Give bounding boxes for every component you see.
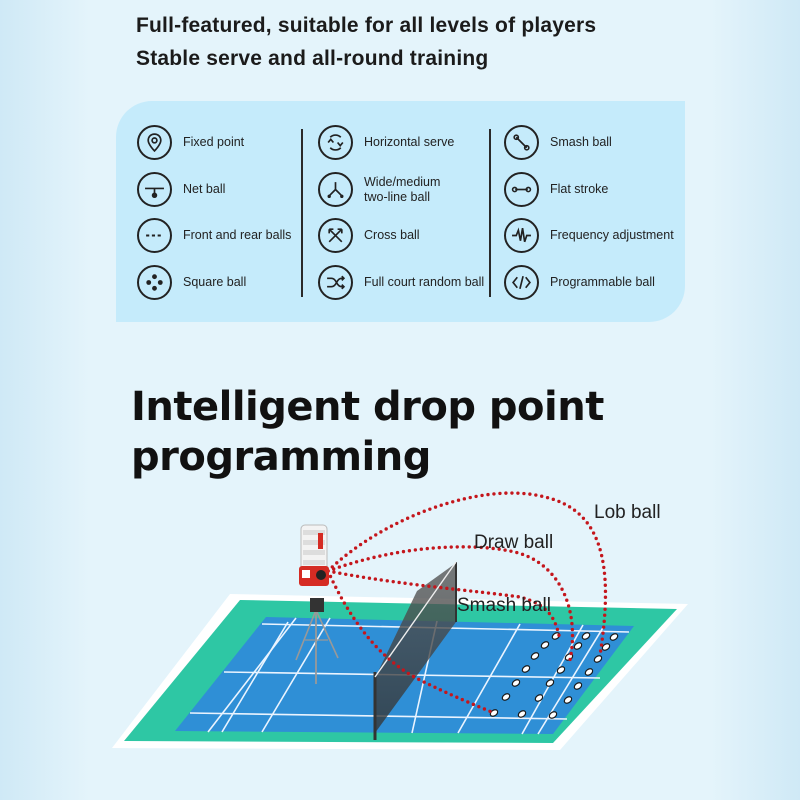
feature-smash-ball: Smash ball [504,125,612,160]
feature-label: Programmable ball [550,275,655,289]
feature-label: Square ball [183,275,247,289]
net [375,563,456,733]
feature-front-rear: Front and rear balls [137,218,291,253]
waveform-icon [504,218,539,253]
net-trajectory [326,569,496,715]
shuffle-icon [318,265,353,300]
feature-label: Front and rear balls [183,228,292,242]
feature-cross-ball: Cross ball [318,218,420,253]
feature-random-ball: Full court random ball [318,265,484,300]
feature-frequency: Frequency adjustment [504,218,674,253]
court-diagram: Lob ball Draw ball Smash ball [112,491,688,750]
smash-ball-label: Smash ball [457,595,551,616]
circular-arrows-icon [318,125,353,160]
feature-label: Horizontal serve [364,135,455,149]
trajectories [326,491,608,715]
fork-arrows-icon [318,172,353,207]
lob-trajectory [326,491,608,657]
feature-label: Flat stroke [550,182,609,196]
features-panel: Fixed point Net ball Front and rear ball… [116,101,685,322]
feature-horizontal-serve: Horizontal serve [318,125,454,160]
code-icon [504,265,539,300]
column-divider [301,129,303,297]
page-title: Intelligent drop point programming [131,384,604,480]
feature-square-ball: Square ball [137,265,246,300]
feature-label: Cross ball [364,228,420,242]
four-dots-icon [137,265,172,300]
feature-label: Full court random ball [364,275,485,289]
target-dots [489,632,619,719]
draw-ball-label: Draw ball [474,532,553,553]
feature-label: Smash ball [550,135,612,149]
lob-ball-label: Lob ball [594,502,661,523]
cross-arrows-icon [318,218,353,253]
feature-flat-stroke: Flat stroke [504,172,608,207]
feature-net-ball: Net ball [137,172,225,207]
headline-features: Full-featured, suitable for all levels o… [136,14,597,37]
horizontal-line-icon [504,172,539,207]
feature-label: Fixed point [183,135,245,149]
feature-label: Frequency adjustment [550,228,674,242]
net-ball-icon [137,172,172,207]
feature-label: Net ball [183,182,226,196]
location-pin-icon [137,125,172,160]
smash-trajectory [326,569,562,642]
feature-fixed-point: Fixed point [137,125,244,160]
column-divider [489,129,491,297]
diagonal-line-icon [504,125,539,160]
ball-machine [295,524,339,684]
draw-trajectory [326,545,575,662]
dashed-line-icon [137,218,172,253]
feature-programmable: Programmable ball [504,265,655,300]
headline-training: Stable serve and all-round training [136,47,489,70]
